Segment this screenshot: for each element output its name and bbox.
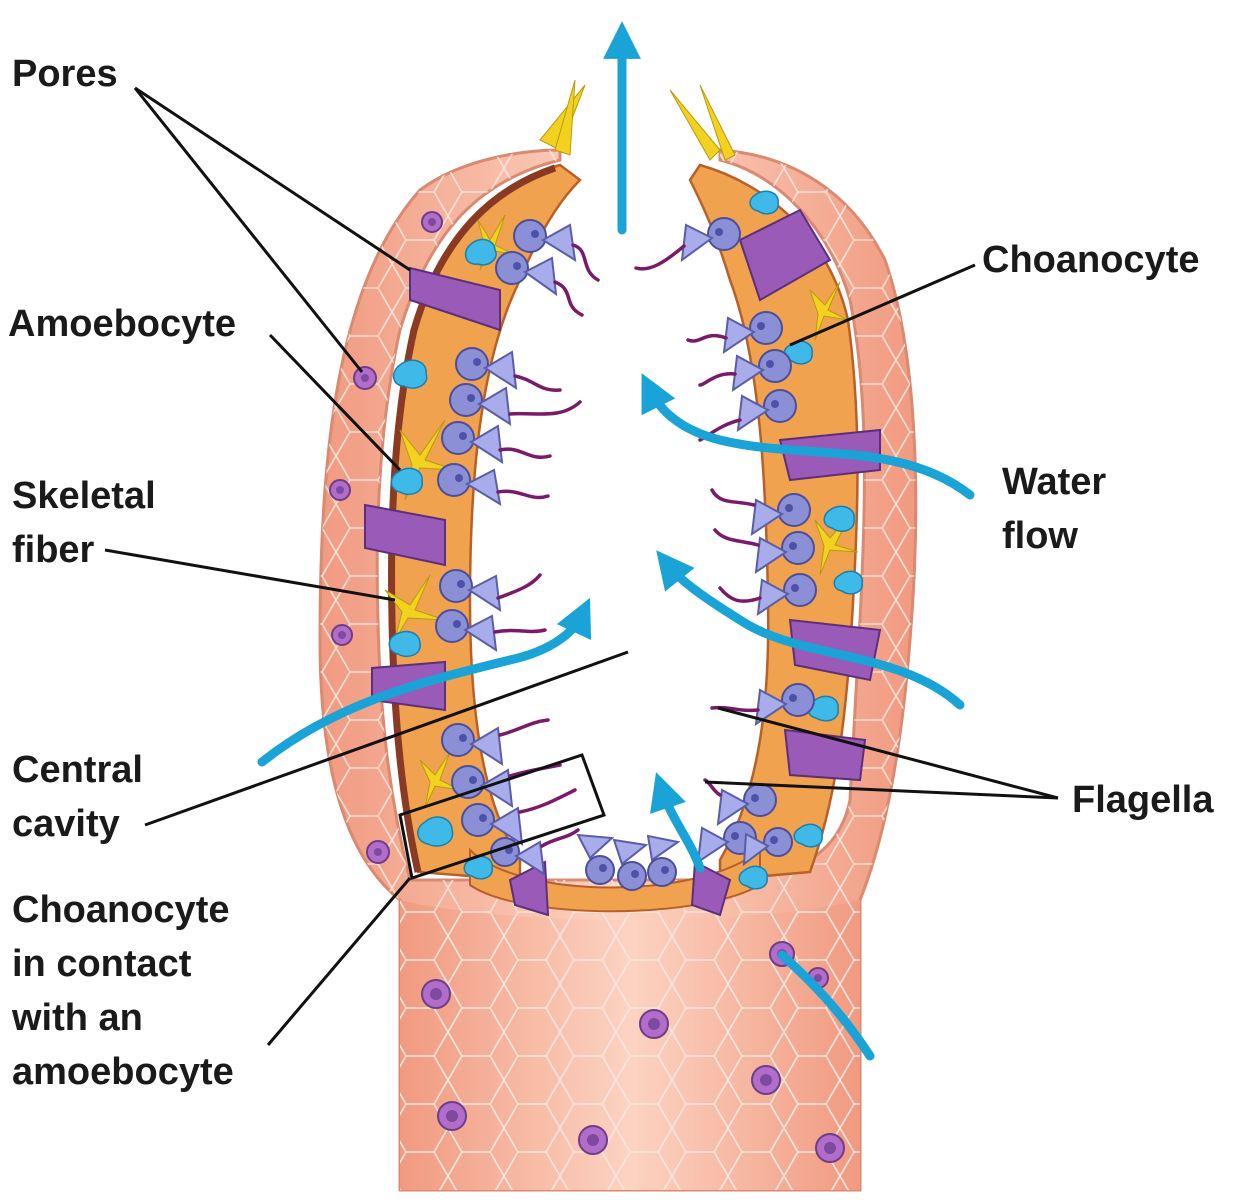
choanocyte-left-6 [437, 463, 550, 506]
water-flow-arrow-bottom [650, 772, 705, 873]
label-contact-line2: in contact [12, 943, 192, 985]
choanocyte-right-1 [634, 217, 741, 271]
leader-lines [104, 86, 1059, 1046]
water-flow-arrow-right-2 [656, 550, 965, 710]
choanocyte-right-6 [713, 528, 815, 575]
choanocytes [435, 217, 817, 891]
choanocyte-bottom-2 [612, 838, 649, 891]
label-contact-line1: Choanocyte [12, 889, 229, 931]
label-skeletal-fiber-line1: Skeletal [12, 475, 156, 517]
choanocyte-right-2 [686, 311, 783, 355]
choanocyte-left-8 [435, 609, 547, 652]
label-central-cavity-line1: Central [12, 749, 143, 791]
label-skeletal-fiber-line2: fiber [12, 529, 95, 571]
label-water-flow-line1: Water [1002, 461, 1106, 503]
wall-line-left [388, 164, 557, 873]
choanocyte-left-3 [455, 347, 562, 392]
choanocyte-right-7 [718, 573, 817, 617]
choanocyte-bottom-3 [646, 834, 681, 887]
water-flow-arrows [257, 21, 975, 1061]
label-contact-line4: amoebocyte [12, 1051, 234, 1093]
choanocyte-right-3 [698, 349, 792, 393]
contact-highlight-box [398, 753, 606, 880]
label-contact-line3: with an [11, 997, 143, 1039]
label-central-cavity-line2: cavity [12, 803, 120, 845]
base-column-texture [400, 900, 860, 1190]
choanocyte-bottom-1 [576, 833, 615, 885]
label-pores: Pores [12, 53, 118, 95]
sponge-body [318, 148, 918, 1192]
water-flow-arrow-left [257, 597, 592, 767]
choanocyte-left-7 [439, 569, 542, 612]
choanocyte-right-11 [742, 827, 793, 867]
label-water-flow-line2: flow [1002, 515, 1078, 557]
choanocyte-left-1 [513, 219, 600, 282]
choanocyte-right-8 [710, 683, 815, 727]
label-amoebocyte: Amoebocyte [8, 303, 236, 345]
water-flow-arrow-right-1 [641, 373, 975, 500]
choanocyte-left-11 [461, 788, 577, 846]
label-choanocyte: Choanocyte [982, 239, 1199, 281]
choanocyte-left-5 [441, 421, 552, 464]
water-flow-arrow-base [777, 950, 875, 1061]
choanocyte-left-9 [441, 718, 550, 766]
choanocyte-left-4 [449, 383, 582, 426]
choanocyte-left-2 [495, 251, 584, 317]
labels: Pores Amoebocyte Skeletal fiber Central … [8, 53, 1214, 1093]
label-flagella: Flagella [1072, 779, 1214, 821]
choanocyte-right-5 [710, 488, 811, 537]
